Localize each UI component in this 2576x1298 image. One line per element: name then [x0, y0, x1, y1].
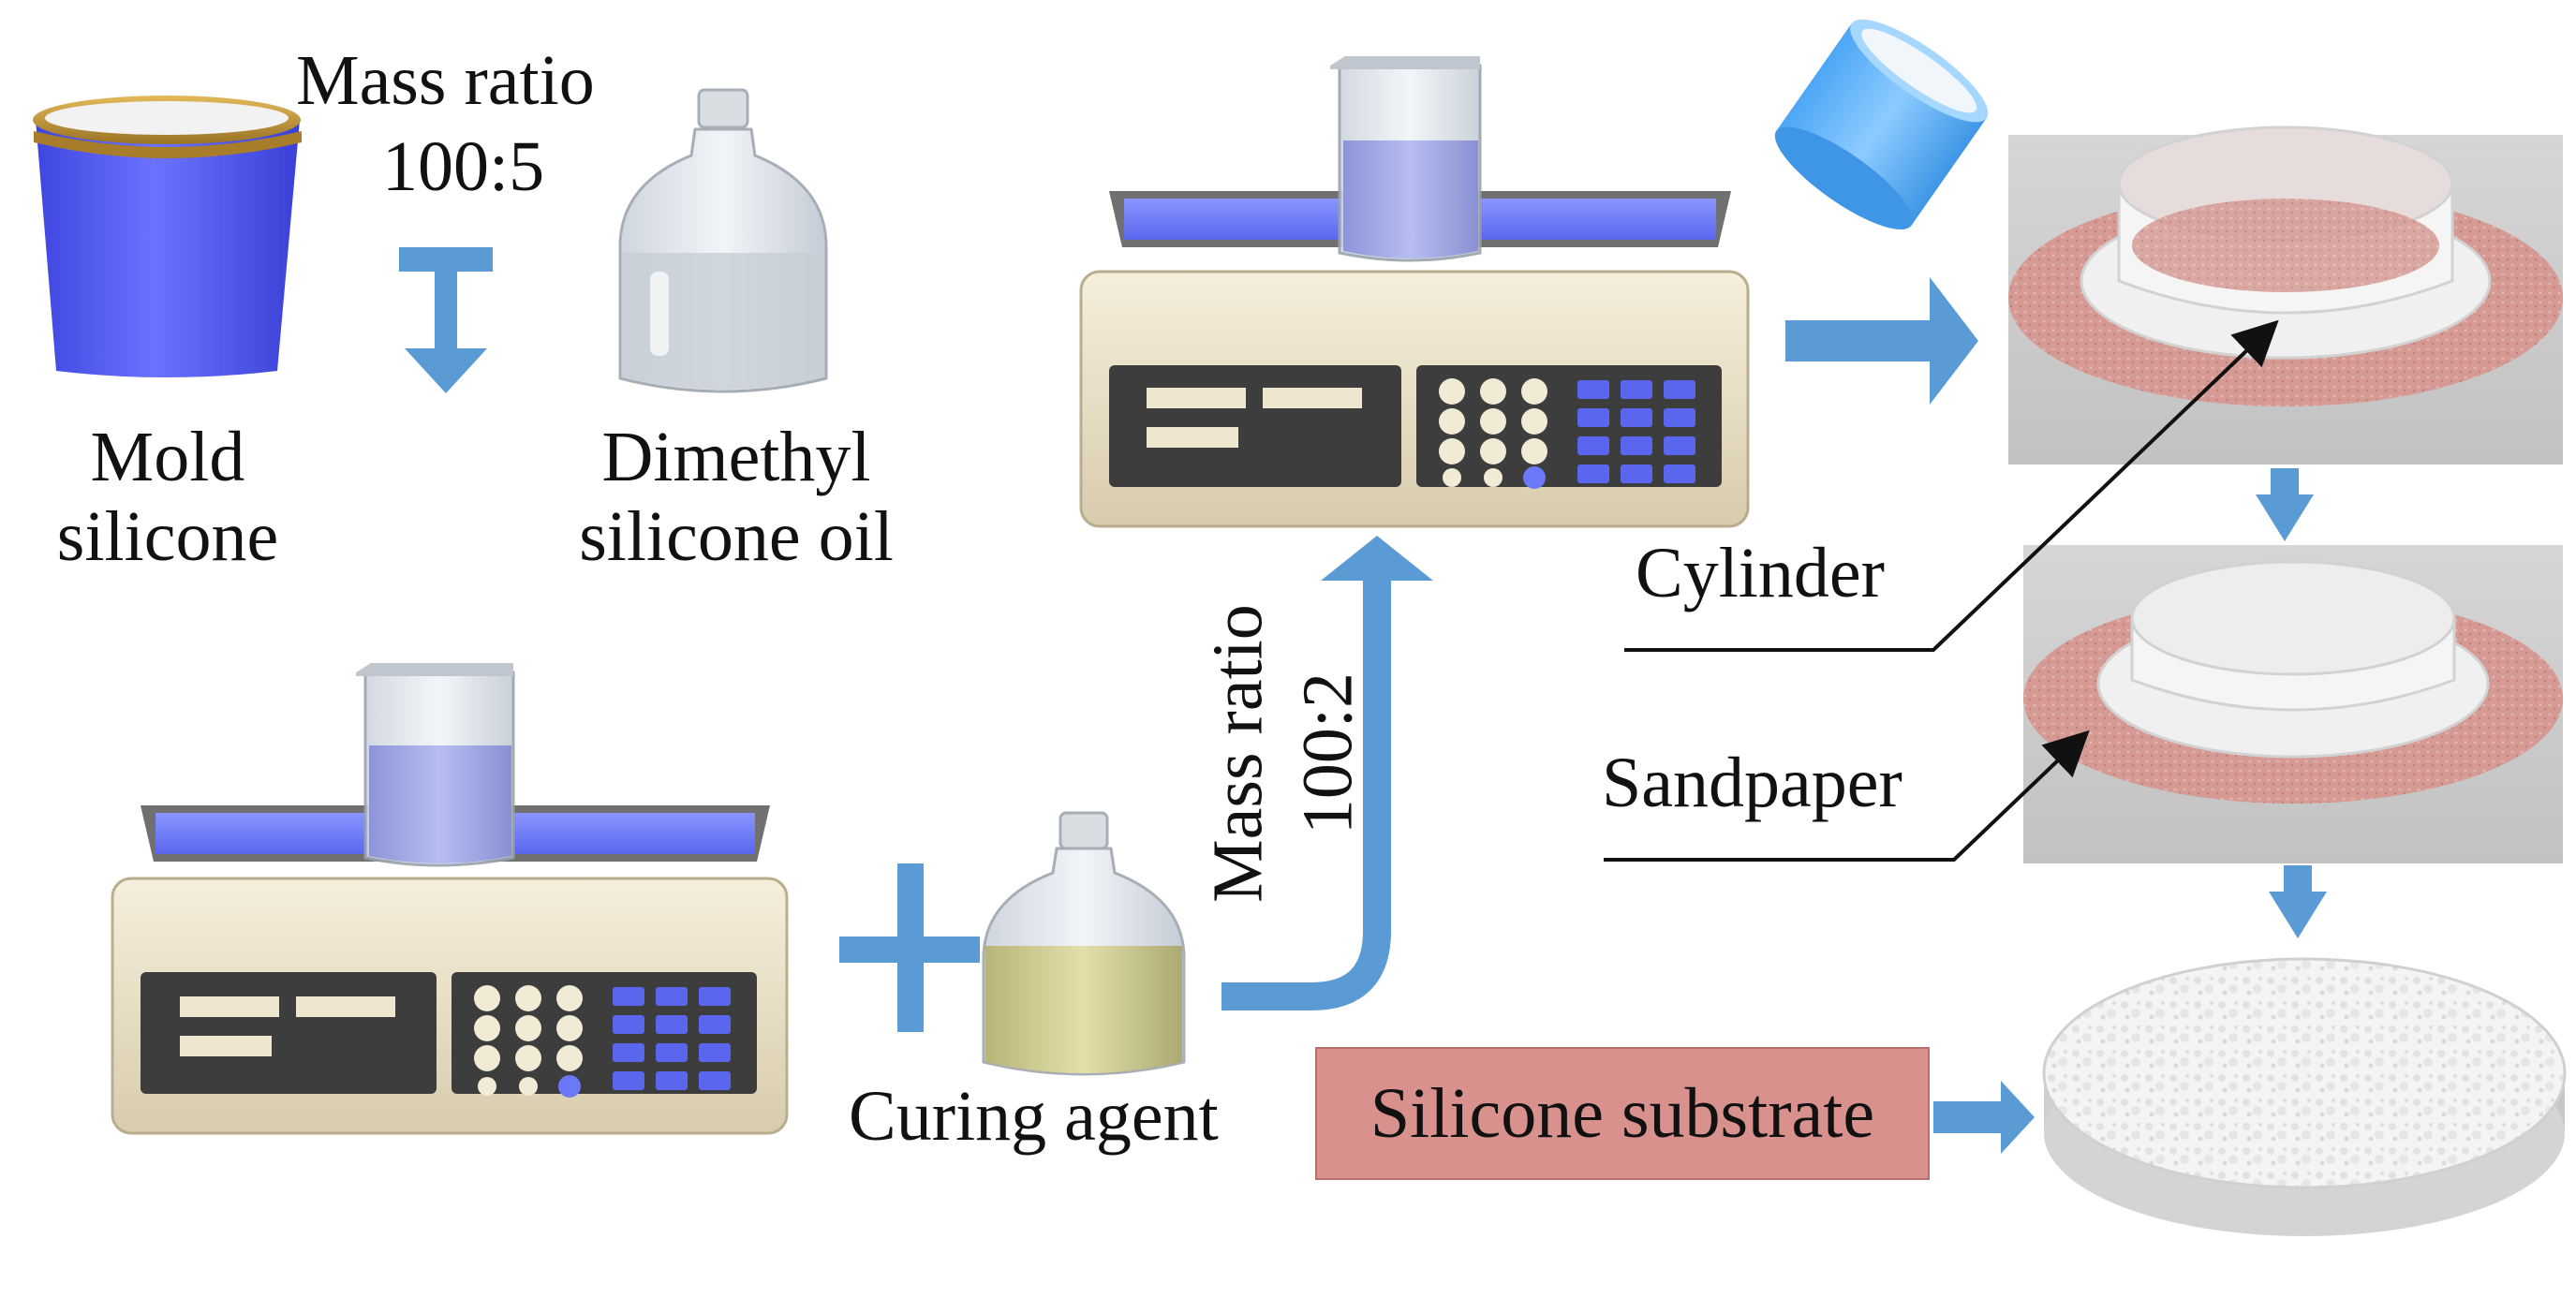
curing-agent-label: Curing agent [849, 1077, 1219, 1156]
beaker-icon [1330, 56, 1482, 262]
silicone-substrate-box: Silicone substrate [1315, 1047, 1930, 1180]
cylinder-label: Cylinder [1636, 534, 1885, 612]
plastic-cylinder-icon [1774, 19, 1989, 230]
plus-sign [839, 863, 980, 1032]
leader-lines [1604, 319, 2279, 862]
dimethyl-line2: silicone oil [579, 497, 894, 577]
mass-ratio-label-1: Mass ratio [296, 41, 595, 120]
down-arrow-2 [2256, 468, 2314, 541]
silicone-substrate-disc-icon [2042, 957, 2567, 1236]
mass-ratio-label-2: Mass ratio [1198, 604, 1278, 903]
right-arrow-1 [1785, 277, 1978, 405]
ratio-value-1: 100:5 [382, 127, 545, 206]
sandpaper-label: Sandpaper [1602, 744, 1902, 822]
down-arrow-1 [399, 247, 493, 393]
electronic-scale-icon [1079, 191, 1750, 528]
mold-silicone-line1: Mold [90, 418, 245, 496]
mold-silicone-line2: silicone [56, 497, 279, 577]
ratio-value-2: 100:2 [1288, 671, 1368, 835]
dimethyl-line1: Dimethyl [601, 418, 871, 496]
curved-up-arrow [1221, 536, 1433, 1010]
beaker-icon [356, 663, 515, 867]
silicone-substrate-label: Silicone substrate [1369, 1073, 1875, 1153]
silicone-bucket-icon [33, 96, 302, 377]
mold-assembly-icon [2023, 545, 2563, 863]
dimethyl-silicone-oil-label: Dimethyl silicone oil [549, 418, 924, 577]
oil-bottle-icon [618, 88, 828, 393]
mold-silicone-label: Mold silicone [41, 418, 294, 577]
curing-agent-bottle-icon [982, 811, 1186, 1076]
mold-assembly-icon [2008, 125, 2563, 465]
right-arrow-2 [1933, 1081, 2035, 1154]
down-arrow-3 [2269, 865, 2327, 938]
